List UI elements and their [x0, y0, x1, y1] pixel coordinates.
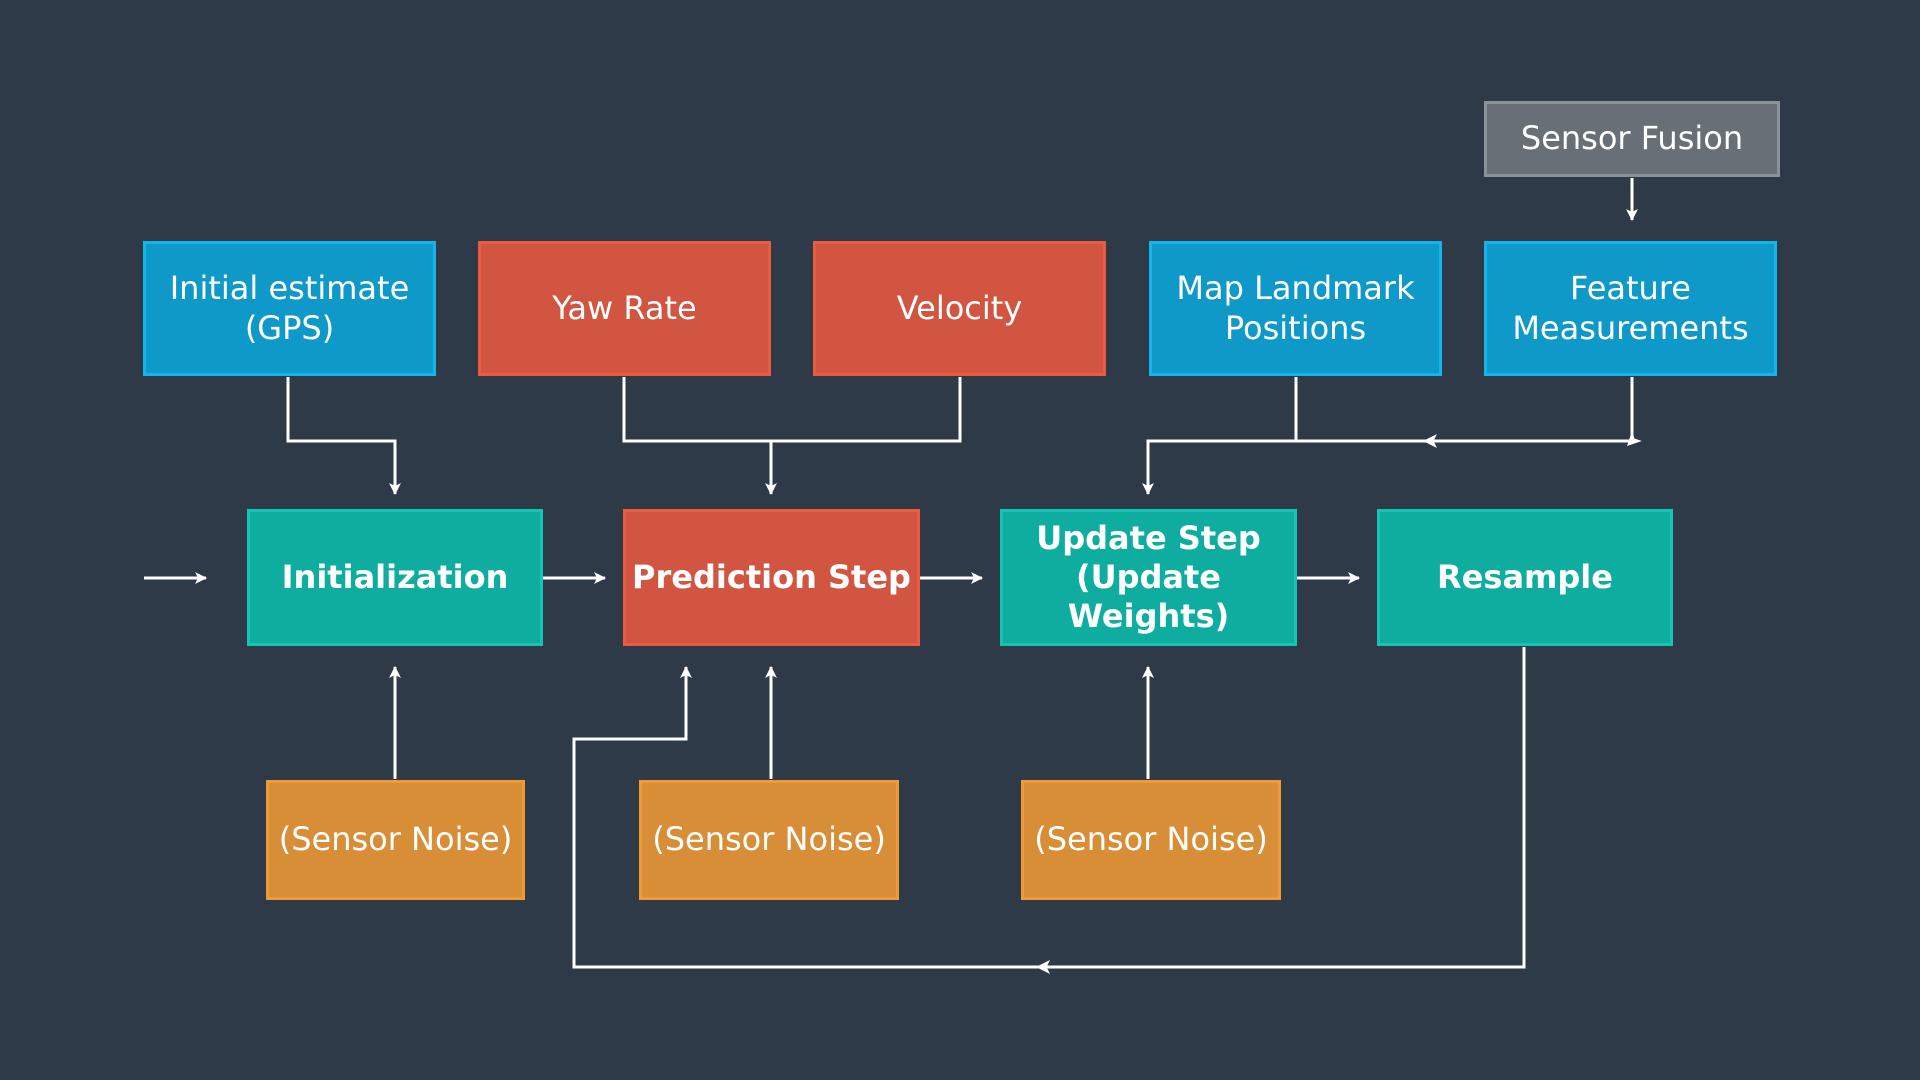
yaw-rate-box: Yaw Rate [478, 241, 771, 376]
sensor-noise-update-box: (Sensor Noise) [1021, 780, 1281, 900]
resample-box: Resample [1377, 509, 1673, 646]
feature-measurements-box: Feature Measurements [1484, 241, 1777, 376]
prediction-step-box: Prediction Step [623, 509, 920, 646]
arrow-resample-loop [572, 647, 1526, 969]
arrow-gps-to-init [286, 377, 401, 495]
update-step-box: Update Step (Update Weights) [1000, 509, 1297, 646]
velocity-box: Velocity [813, 241, 1106, 376]
arrow-features-to-update [1296, 377, 1642, 446]
arrow-landmarks-to-update [1142, 377, 1298, 495]
sensor-noise-prediction-box: (Sensor Noise) [639, 780, 899, 900]
map-landmark-positions-box: Map Landmark Positions [1149, 241, 1442, 376]
initialization-box: Initialization [247, 509, 543, 646]
sensor-fusion-box: Sensor Fusion [1484, 101, 1780, 177]
arrow-yaw-velocity-join [622, 377, 962, 443]
sensor-noise-init-box: (Sensor Noise) [266, 780, 525, 900]
initial-estimate-box: Initial estimate (GPS) [143, 241, 436, 376]
